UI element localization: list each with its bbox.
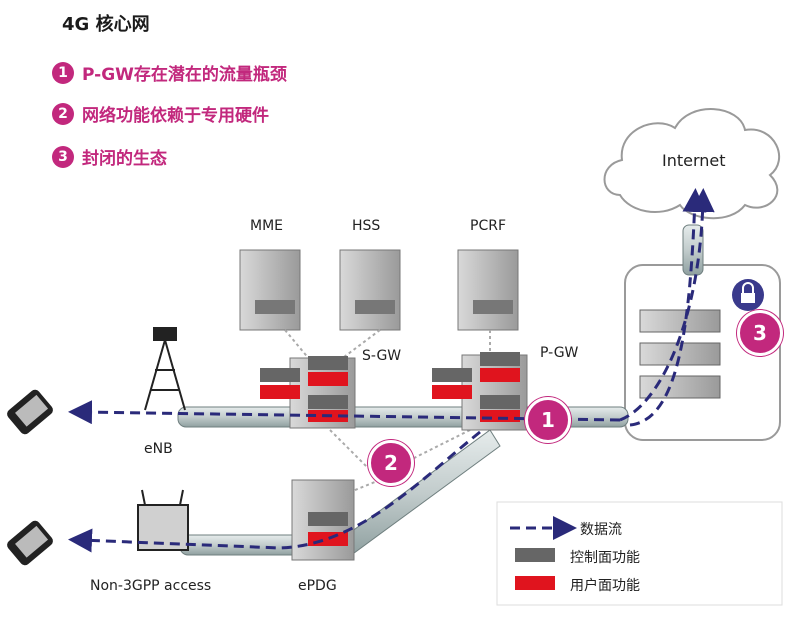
hss-label: HSS [352,218,381,234]
bullet-text: 封闭的生态 [82,149,167,169]
hss-server [339,249,401,331]
legend-user-swatch [515,576,555,590]
epdg-server [291,479,355,561]
mme-server [239,249,301,331]
mme-label: MME [250,218,284,234]
pgw-label: P-GW [540,345,579,361]
bullet-item: 3 封闭的生态 [52,144,167,169]
callout-3: 3 [737,310,783,356]
legend-control: 控制面功能 [570,550,640,566]
callout-2: 2 [368,440,414,486]
bullet-number: 2 [52,102,74,125]
legend-control-swatch [515,548,555,562]
bullet-number: 1 [52,61,74,84]
bullet-text: 网络功能依赖于专用硬件 [82,106,269,126]
page-title: 4G 核心网 [62,14,150,35]
pcrf-server [457,249,519,331]
bullet-text: P-GW存在潜在的流量瓶颈 [82,65,287,85]
epdg-label: ePDG [298,578,337,594]
internet-label: Internet [662,151,726,170]
bullet-item: 1 P-GW存在潜在的流量瓶颈 [52,60,287,85]
enb-label: eNB [144,441,173,457]
pcrf-label: PCRF [470,218,506,234]
bullet-item: 2 网络功能依赖于专用硬件 [52,101,269,126]
phone-icon [7,520,53,566]
enb-tower-icon [144,327,186,411]
callout-1: 1 [525,397,571,443]
lock-icon [732,279,764,311]
legend-user: 用户面功能 [570,578,640,594]
bullet-number: 3 [52,145,74,168]
legend-data-flow: 数据流 [580,522,622,538]
non3gpp-label: Non-3GPP access [90,578,212,594]
data-flow-lines [68,188,715,553]
phone-icon [7,389,53,435]
router-stack [639,309,721,399]
wifi-router-icon [137,489,189,551]
sgw-label: S-GW [362,348,402,364]
